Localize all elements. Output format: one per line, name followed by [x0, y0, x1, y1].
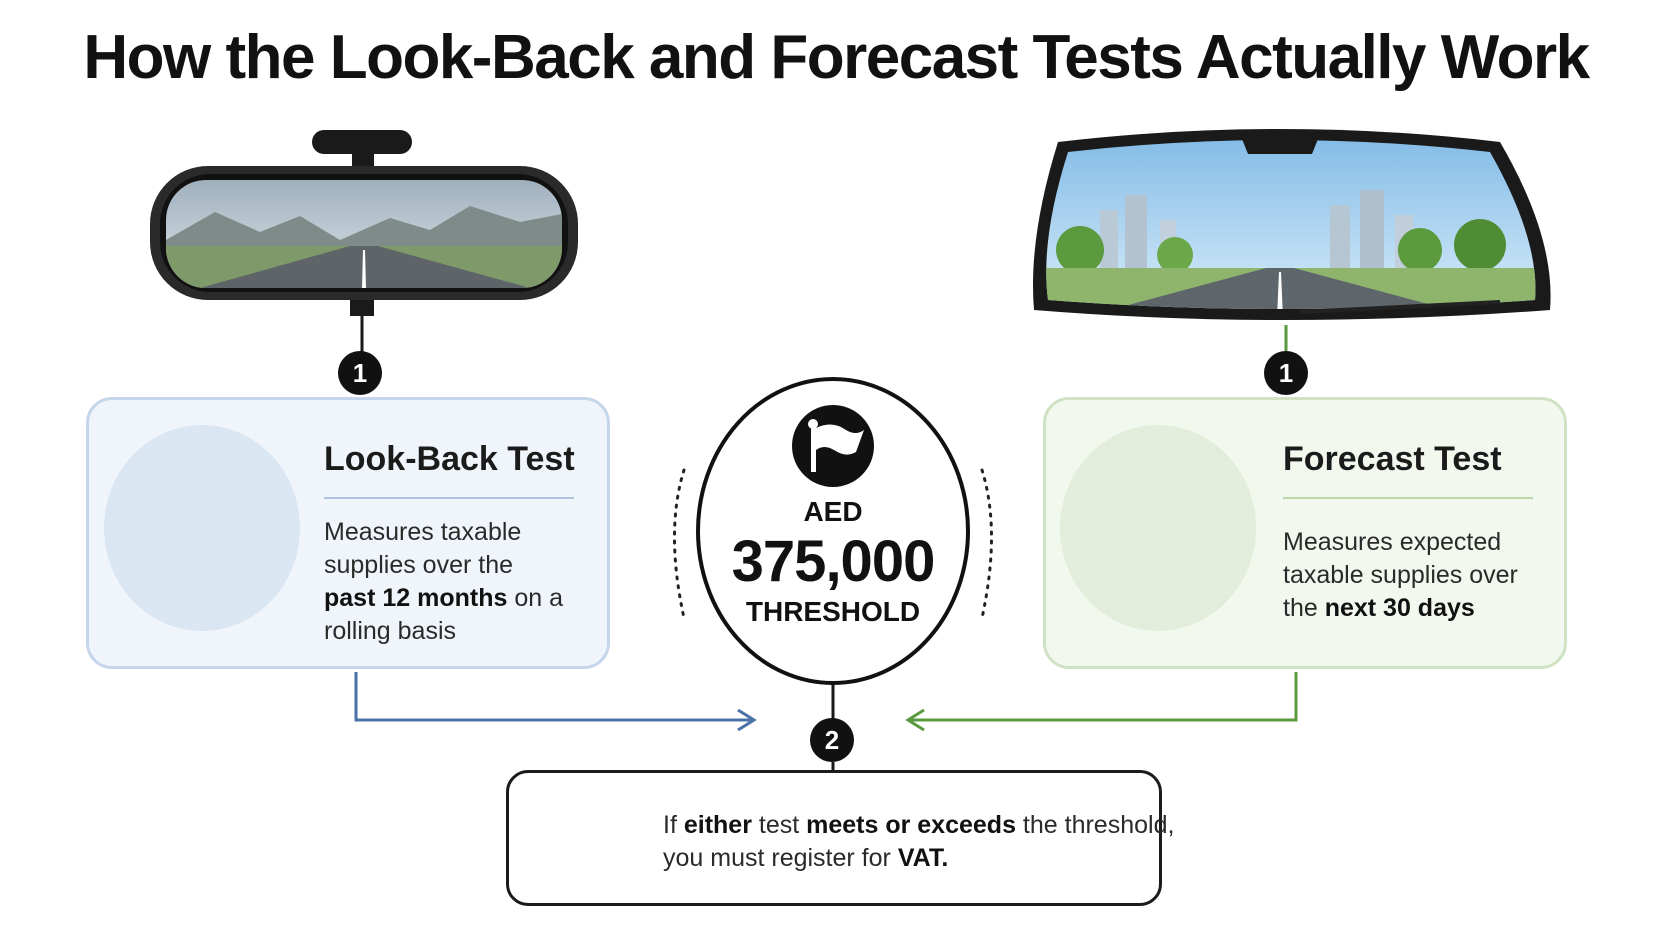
- forecast-desc-fragment: the: [1283, 594, 1325, 622]
- look-back-icon-bg: [104, 425, 300, 631]
- step-badge-look-back: 1: [338, 351, 382, 395]
- step-badge-result: 2: [810, 718, 854, 762]
- look-back-desc-fragment: on a: [507, 584, 563, 612]
- threshold-currency: AED: [803, 496, 863, 527]
- look-back-desc-line: Measures taxable: [324, 518, 522, 546]
- forecast-divider: [1283, 497, 1533, 499]
- look-back-title: Look-Back Test: [324, 440, 575, 478]
- look-back-divider: [324, 497, 574, 499]
- result-fragment: the threshold,: [1015, 811, 1175, 839]
- look-back-desc-line: supplies over the: [324, 551, 514, 579]
- flag-icon: [792, 405, 874, 487]
- forecast-desc-line: the next 30 days: [1283, 592, 1518, 625]
- result-fragment: If: [663, 811, 684, 839]
- result-line: you must register for VAT.: [663, 842, 1174, 875]
- result-emphasis: meets or exceeds: [806, 811, 1016, 839]
- forecast-desc-line: taxable supplies over: [1283, 561, 1518, 589]
- threshold-amount: 375,000: [731, 529, 936, 594]
- look-back-desc-line: past 12 months on a: [324, 582, 563, 615]
- result-emphasis: either: [683, 811, 752, 839]
- step-badge-forecast: 1: [1264, 351, 1308, 395]
- forecast-desc-line: Measures expected: [1283, 528, 1502, 556]
- page-title: How the Look-Back and Forecast Tests Act…: [83, 23, 1590, 92]
- result-line: If either test meets or exceeds the thre…: [663, 809, 1174, 842]
- forecast-title: Forecast Test: [1283, 440, 1502, 478]
- look-back-period: past 12 months: [324, 584, 508, 612]
- threshold-label: THRESHOLD: [745, 596, 921, 627]
- forecast-description: Measures expected taxable supplies over …: [1283, 526, 1518, 625]
- look-back-description: Measures taxable supplies over the past …: [324, 516, 563, 648]
- result-emphasis: VAT.: [897, 844, 949, 872]
- result-fragment: you must register for: [663, 844, 898, 872]
- result-text: If either test meets or exceeds the thre…: [663, 809, 1174, 875]
- windshield-icon: [1033, 129, 1551, 320]
- result-fragment: test: [751, 811, 807, 839]
- forecast-icon-bg: [1060, 425, 1256, 631]
- result-box: If either test meets or exceeds the thre…: [506, 770, 1174, 906]
- forecast-period: next 30 days: [1324, 594, 1475, 622]
- look-back-desc-line: rolling basis: [324, 617, 457, 645]
- rearview-mirror-icon: [150, 130, 578, 316]
